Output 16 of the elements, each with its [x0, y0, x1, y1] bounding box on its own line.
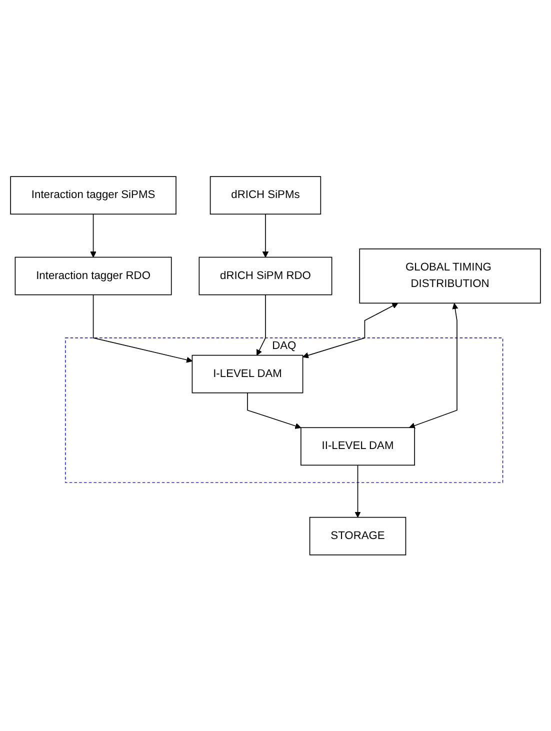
arrow [302, 302, 398, 358]
arrow [354, 464, 361, 518]
arrow [256, 294, 266, 356]
node-box: dRICH SiPM RDO [198, 256, 332, 295]
arrow [90, 213, 96, 258]
node-box: II-LEVEL DAM [300, 426, 415, 466]
node-box: dRICH SiPMs [210, 176, 322, 214]
arrow [409, 302, 458, 428]
arrow [262, 213, 269, 258]
node-box: GLOBAL TIMING DISTRIBUTION [359, 248, 541, 304]
node-box: I-LEVEL DAM [192, 354, 304, 394]
node-box: Interaction tagger RDO [14, 256, 172, 295]
arrow [92, 294, 192, 363]
node-box: STORAGE [309, 516, 406, 556]
node-box: Interaction tagger SiPMS [10, 176, 176, 214]
arrow [247, 392, 302, 429]
